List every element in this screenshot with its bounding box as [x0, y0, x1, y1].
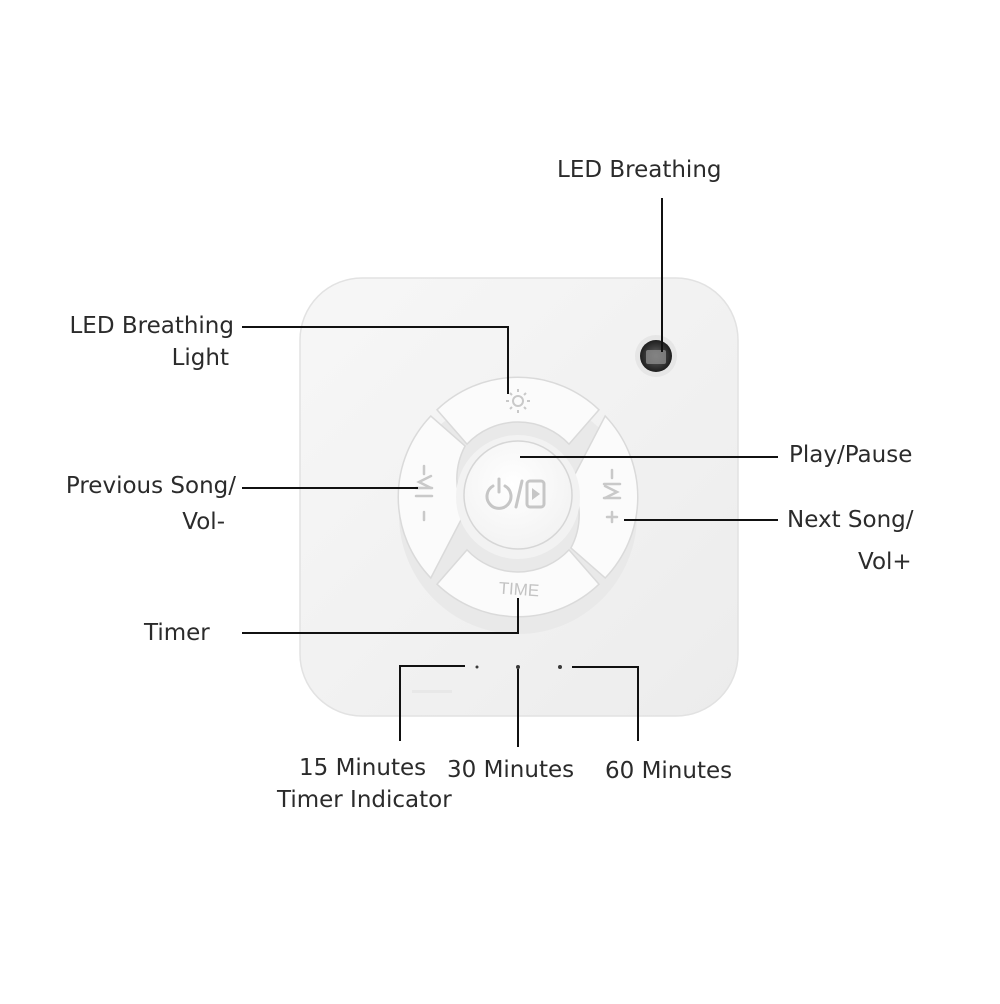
- leader-timer: [242, 598, 519, 634]
- label-15-minutes: 15 Minutes: [299, 755, 427, 781]
- timer-indicator-dots: [475, 665, 562, 669]
- leader-led-breathing-light: [242, 326, 509, 394]
- label-led-breathing-light-line1: LED Breathing: [69, 313, 234, 339]
- label-timer: Timer: [144, 620, 210, 646]
- timer-button[interactable]: [435, 548, 601, 618]
- indicator-dot-15: [475, 665, 479, 669]
- leader-lines: [242, 198, 778, 747]
- label-play-pause: Play/Pause: [789, 442, 913, 468]
- label-60-minutes: 60 Minutes: [605, 758, 733, 784]
- label-led-breathing-top: LED Breathing: [557, 157, 722, 183]
- label-timer-indicator: Timer Indicator: [277, 787, 452, 813]
- led-sensor: [635, 335, 677, 377]
- next-plus-icon: [602, 468, 622, 524]
- label-next-song-line2: Vol+: [858, 549, 912, 575]
- sun-icon: [506, 389, 530, 413]
- indicator-dot-60: [558, 665, 562, 669]
- leader-60-minutes: [572, 666, 639, 741]
- label-30-minutes: 30 Minutes: [447, 757, 575, 783]
- label-previous-song-line2: Vol-: [182, 509, 225, 535]
- label-previous-song-line1: Previous Song/: [65, 473, 236, 499]
- time-button-text: TIME: [498, 579, 540, 601]
- leader-15-minutes: [399, 665, 465, 741]
- previous-minus-icon: [414, 464, 434, 522]
- label-led-breathing-light-line2: Light: [171, 345, 229, 371]
- indicator-dot-30: [516, 665, 520, 669]
- power-play-pause-icon: [485, 477, 546, 510]
- label-next-song-line1: Next Song/: [787, 507, 914, 533]
